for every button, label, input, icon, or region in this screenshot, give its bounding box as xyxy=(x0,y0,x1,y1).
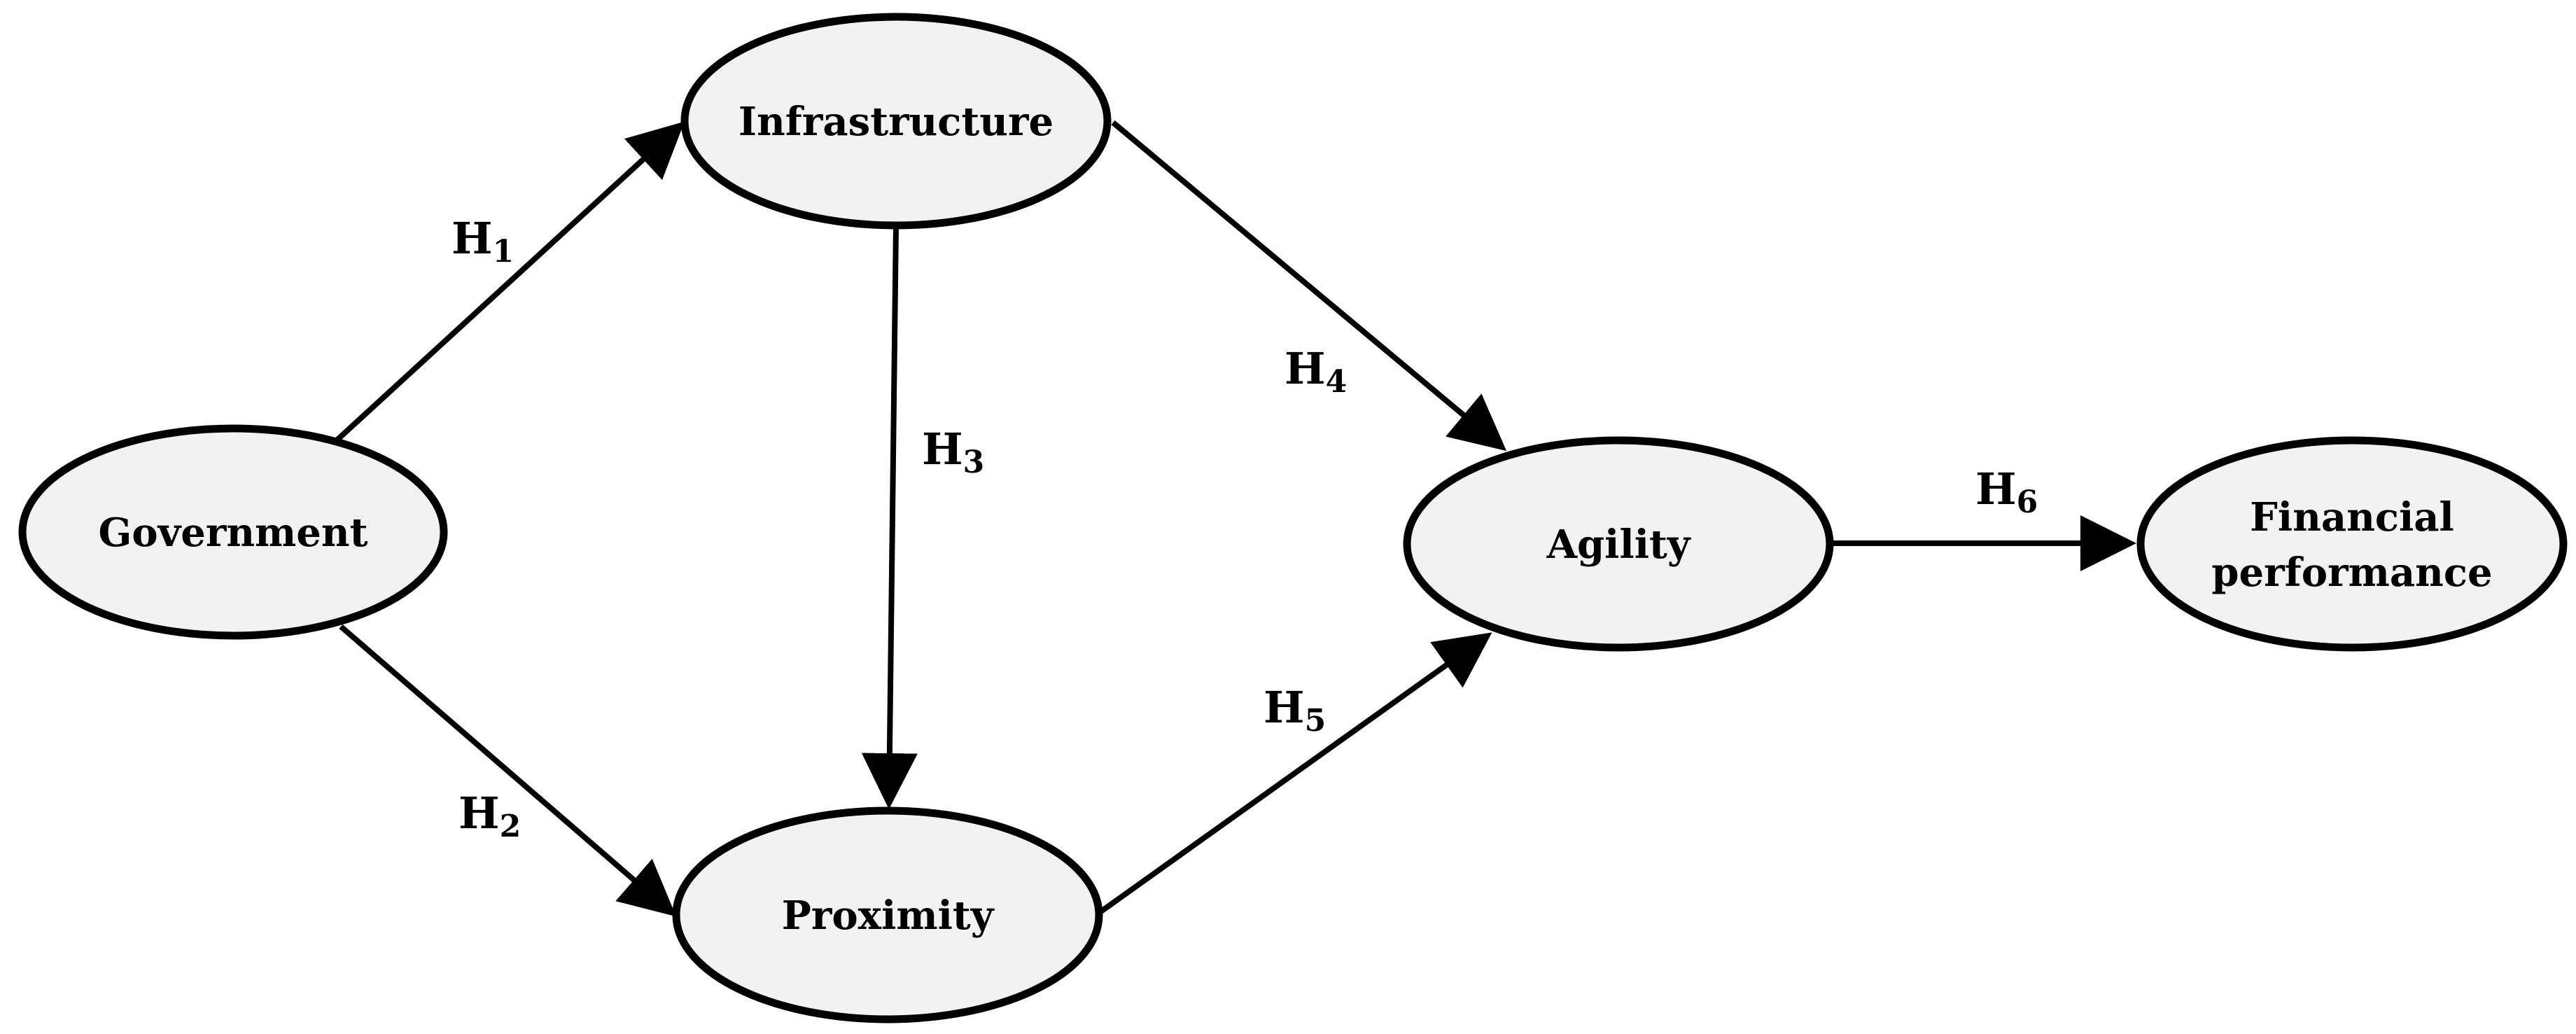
node-financial-performance: Financial performance xyxy=(2136,436,2568,652)
node-agility-label: Agility xyxy=(1546,522,1691,568)
node-proximity: Proximity xyxy=(672,806,1103,1023)
edge-government-infrastructure xyxy=(335,121,685,442)
hypothesis-label-h1: H1 xyxy=(451,213,514,270)
node-infrastructure: Infrastructure xyxy=(680,13,1112,230)
hypothesis-label-h5: H5 xyxy=(1264,682,1326,739)
edge-infrastructure-agility xyxy=(1111,120,1507,452)
edge-government-proximity xyxy=(339,624,677,917)
hypothesis-label-h6: H6 xyxy=(1975,463,2038,520)
edge-infrastructure-proximity xyxy=(861,225,918,809)
node-financial-performance-label-line2: performance xyxy=(2211,550,2492,596)
edge-proximity-agility xyxy=(1097,632,1492,916)
hypothesis-label-h4: H4 xyxy=(1284,343,1347,400)
hypothesis-label-h2: H2 xyxy=(458,788,521,844)
node-infrastructure-label: Infrastructure xyxy=(738,99,1054,145)
node-proximity-label: Proximity xyxy=(782,893,995,939)
node-agility: Agility xyxy=(1403,436,1834,652)
node-financial-performance-label-line1: Financial xyxy=(2250,494,2454,540)
node-government-label: Government xyxy=(98,510,368,556)
hypothesis-label-h3: H3 xyxy=(922,424,984,480)
node-government: Government xyxy=(18,424,448,640)
